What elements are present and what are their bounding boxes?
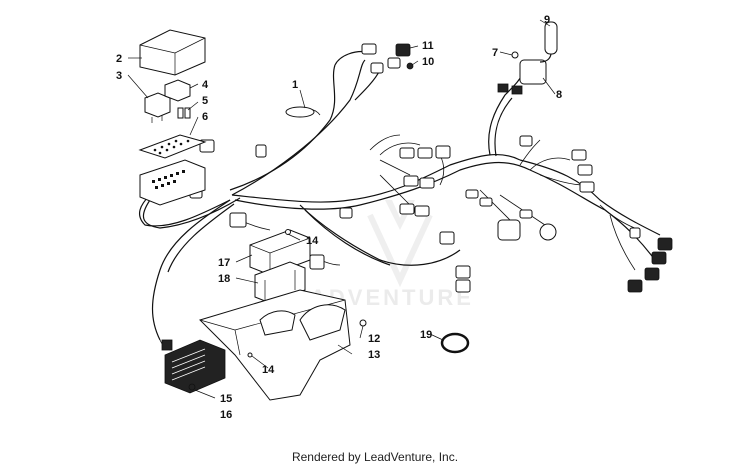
callout-8: 8 — [556, 89, 562, 101]
callout-14b: 14 — [262, 364, 275, 376]
fuse-relay-group — [138, 29, 207, 206]
callout-4: 4 — [202, 79, 209, 91]
callout-2: 2 — [116, 53, 122, 65]
footer-credit: Rendered by LeadVenture, Inc. — [291, 450, 459, 464]
callout-12: 12 — [368, 333, 380, 345]
callout-13: 13 — [368, 349, 380, 361]
callout-3: 3 — [116, 70, 122, 82]
callouts: 1 2 3 4 5 6 7 8 9 10 11 12 13 14 14 15 1… — [116, 14, 562, 421]
callout-7: 7 — [492, 47, 498, 59]
connectors — [161, 21, 673, 351]
clamp-19 — [440, 332, 470, 354]
callout-17: 17 — [218, 257, 230, 269]
callout-9: 9 — [544, 14, 550, 26]
callout-1: 1 — [292, 79, 298, 91]
cdi-module-group — [249, 229, 311, 304]
callout-16: 16 — [220, 409, 232, 421]
callout-19: 19 — [420, 329, 432, 341]
watermark: ADVENTURE — [310, 200, 471, 310]
callout-15: 15 — [220, 393, 232, 405]
callout-11: 11 — [422, 40, 434, 52]
mounting-bracket — [164, 289, 367, 401]
callout-14a: 14 — [306, 235, 319, 247]
callout-10: 10 — [422, 56, 434, 68]
callout-6: 6 — [202, 111, 208, 123]
leader-lines — [127, 19, 556, 399]
callout-5: 5 — [202, 95, 208, 107]
callout-18: 18 — [218, 273, 230, 285]
